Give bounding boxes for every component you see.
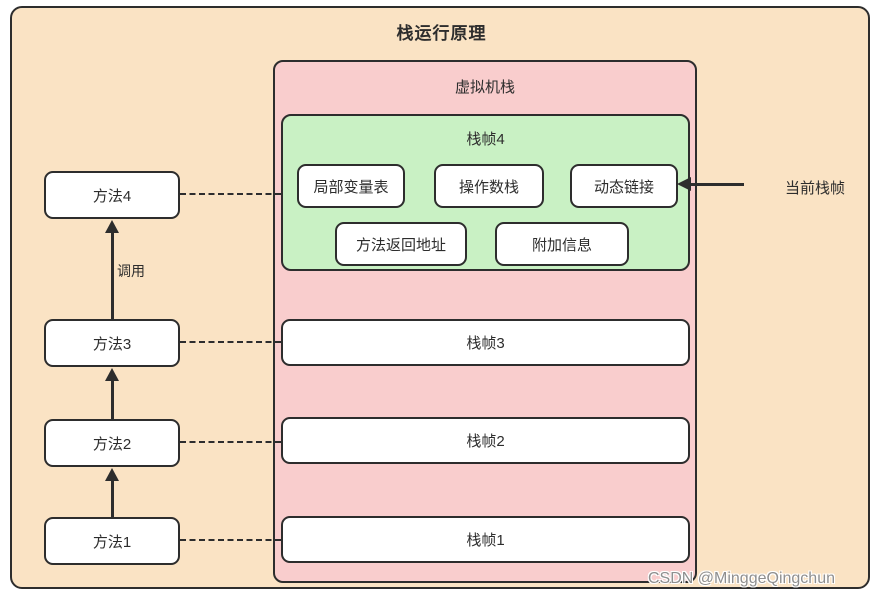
method2-box: 方法2 xyxy=(44,419,180,467)
method1-box: 方法1 xyxy=(44,517,180,565)
call-arrow-line xyxy=(111,232,114,319)
page-title: 栈运行原理 xyxy=(396,24,487,43)
stack-frame3-box: 栈帧3 xyxy=(281,319,690,366)
dashed-connector-method1 xyxy=(180,539,281,541)
method3-box: 方法3 xyxy=(44,319,180,367)
call-arrowhead-icon xyxy=(105,368,119,381)
watermark: CSDN @MinggeQingchun xyxy=(648,570,835,587)
call-arrow-line xyxy=(111,380,114,419)
stack-frame4-label: 栈帧4 xyxy=(466,131,505,148)
vm-stack-label: 虚拟机栈 xyxy=(454,79,515,96)
call-label: 调用 xyxy=(117,263,145,279)
current-frame-label: 当前栈帧 xyxy=(785,180,846,197)
stack-frame1-box: 栈帧1 xyxy=(281,516,690,563)
method4-box: 方法4 xyxy=(44,171,180,219)
dynamic-link-box: 动态链接 xyxy=(570,164,678,208)
stack-frame4-box: 栈帧4 局部变量表 操作数栈 动态链接 方法返回地址 附加信息 xyxy=(281,114,690,271)
dashed-connector-method4 xyxy=(180,193,281,195)
extra-info-box: 附加信息 xyxy=(495,222,629,266)
stack-frame2-box: 栈帧2 xyxy=(281,417,690,464)
call-arrow-line xyxy=(111,480,114,517)
current-frame-arrowhead-icon xyxy=(677,177,691,191)
local-variable-table-box: 局部变量表 xyxy=(297,164,405,208)
operand-stack-box: 操作数栈 xyxy=(434,164,544,208)
call-arrowhead-icon xyxy=(105,220,119,233)
method-return-address-box: 方法返回地址 xyxy=(335,222,467,266)
current-frame-arrow-line xyxy=(689,183,744,186)
call-arrowhead-icon xyxy=(105,468,119,481)
dashed-connector-method2 xyxy=(180,441,281,443)
dashed-connector-method3 xyxy=(180,341,281,343)
vm-stack-box: 虚拟机栈 栈帧4 局部变量表 操作数栈 动态链接 方法返回地址 附加信息 栈帧3… xyxy=(273,60,697,583)
